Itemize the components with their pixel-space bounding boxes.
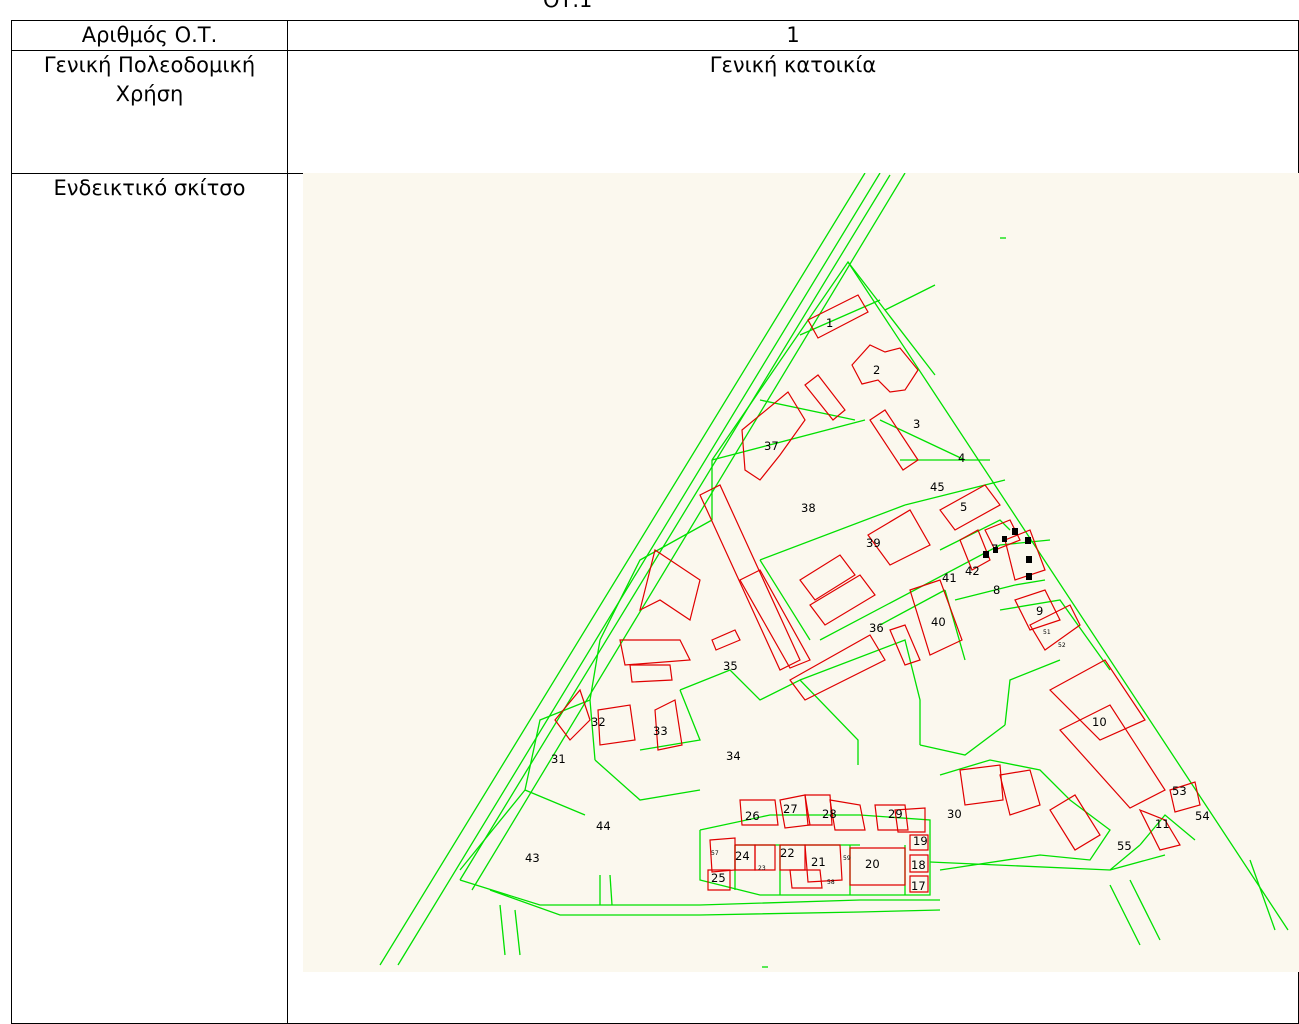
parcel-label: 30: [947, 807, 962, 821]
parcel-label: 44: [596, 819, 611, 833]
parcel-label: 38: [801, 501, 816, 515]
parcel-label: 22: [780, 846, 795, 860]
table-row: Γενική Πολεοδομική Χρήση Γενική κατοικία: [11, 50, 1299, 174]
parcel-label: 41: [942, 571, 957, 585]
land-use-value: Γενική κατοικία: [287, 50, 1299, 174]
parcel-label: 21: [811, 855, 826, 869]
parcel-label: 5: [960, 500, 967, 514]
parcel-label: 20: [865, 857, 880, 871]
land-use-label: Γενική Πολεοδομική Χρήση: [11, 50, 288, 174]
parcel-label: 27: [783, 802, 798, 816]
parcel-label: 7: [991, 542, 998, 556]
parcel-label: 1: [826, 316, 833, 330]
table-row: Αριθμός Ο.Τ. 1: [11, 20, 1299, 51]
parcel-label: 57: [711, 850, 719, 857]
parcel-label: 40: [931, 615, 946, 629]
parcel-label: 4: [958, 451, 965, 465]
page-title: ΟΤ.1: [543, 0, 593, 12]
parcel-label: 33: [653, 724, 668, 738]
map-background: [303, 173, 1299, 972]
parcel-label: 2: [873, 363, 880, 377]
parcel-label: 42: [965, 564, 980, 578]
parcel-label: 35: [723, 659, 738, 673]
parcel-label: 45: [930, 480, 945, 494]
parcel-label: 36: [869, 621, 884, 635]
parcel-label: 43: [525, 851, 540, 865]
parcel-label: 11: [1155, 817, 1170, 831]
parcel-label: 8: [993, 583, 1000, 597]
building-footprints: [554, 294, 1201, 893]
parcel-label: 19: [913, 834, 928, 848]
parcel-label: 53: [1172, 784, 1187, 798]
indicative-sketch-map: 1 2 3 4 5 7 8 9 10 11 17 18 19 20 21 22 …: [303, 173, 1299, 972]
parcel-label: 3: [913, 417, 920, 431]
parcel-label: 52: [1058, 642, 1066, 649]
parcel-label: 31: [551, 752, 566, 766]
parcel-label: 54: [1195, 809, 1210, 823]
parcel-label: 23: [758, 865, 766, 872]
parcel-label: 24: [735, 849, 750, 863]
parcel-label: 9: [1036, 604, 1043, 618]
parcel-label: 37: [764, 439, 779, 453]
block-number-label: Αριθμός Ο.Τ.: [11, 20, 288, 51]
parcel-label: 34: [726, 749, 741, 763]
block-number-value: 1: [287, 20, 1299, 51]
parcel-labels: 1 2 3 4 5 7 8 9 10 11 17 18 19 20 21 22 …: [525, 316, 1210, 893]
parcel-label: 58: [827, 879, 835, 886]
parcel-label: 28: [822, 807, 837, 821]
point-markers: [983, 528, 1032, 580]
parcel-label: 26: [745, 809, 760, 823]
parcel-label: 32: [591, 715, 606, 729]
parcel-label: 29: [888, 807, 903, 821]
parcel-label: 18: [911, 858, 926, 872]
parcel-label: 55: [1117, 839, 1132, 853]
parcel-label: 59: [843, 855, 851, 862]
parcel-label: 10: [1092, 715, 1107, 729]
parcel-label: 25: [711, 871, 726, 885]
sketch-label: Ενδεικτικό σκίτσο: [11, 173, 288, 1024]
parcel-label: 51: [1043, 629, 1051, 636]
parcel-label: 39: [866, 536, 881, 550]
parcel-label: 17: [911, 879, 926, 893]
